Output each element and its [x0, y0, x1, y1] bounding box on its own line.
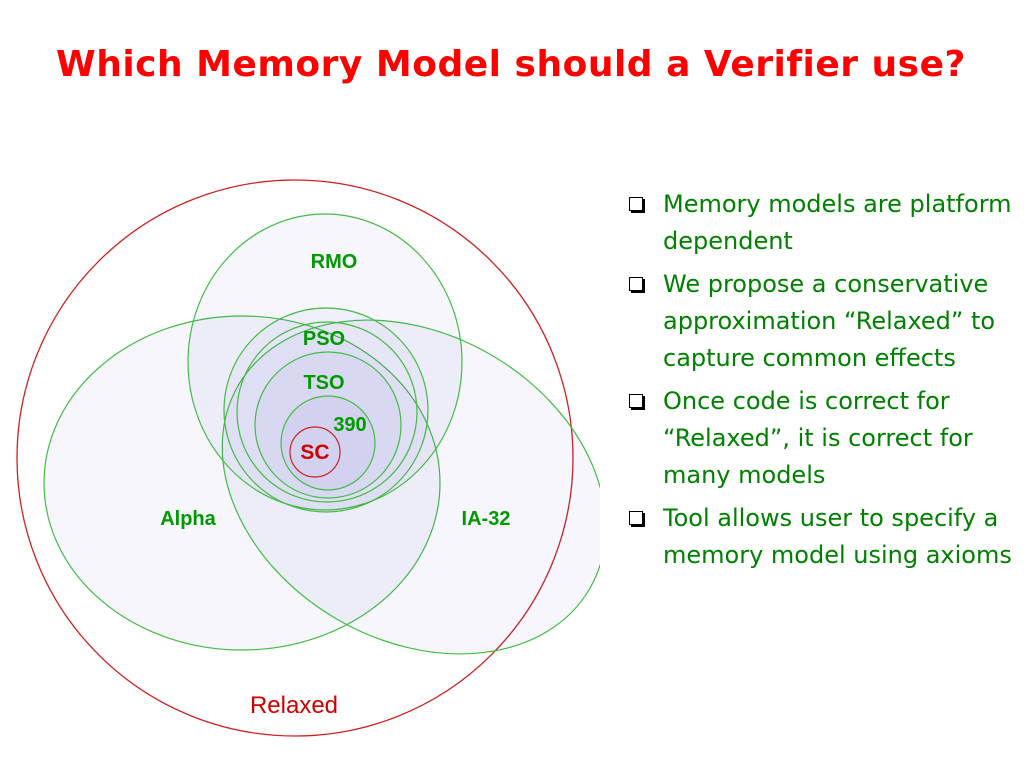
slide-title: Which Memory Model should a Verifier use…: [56, 44, 966, 85]
memory-model-venn-diagram: RMO PSO TSO 390 SC Alpha IA-32 Relaxed: [16, 179, 600, 737]
checkbox-bullet-icon: [629, 277, 643, 291]
bullet-text: Once code is correct for “Relaxed”, it i…: [663, 387, 973, 489]
bullet-list: Memory models are platform dependent We …: [626, 186, 1018, 580]
label-alpha: Alpha: [160, 508, 216, 530]
ia32-set: [221, 319, 600, 655]
checkbox-bullet-icon: [629, 197, 643, 211]
label-390: 390: [333, 414, 366, 436]
bullet-item: We propose a conservative approximation …: [626, 266, 1018, 377]
relaxed-set: [16, 179, 574, 737]
checkbox-bullet-icon: [629, 511, 643, 525]
label-ia32: IA-32: [462, 508, 511, 530]
checkbox-bullet-icon: [629, 394, 643, 408]
s390-set: [280, 395, 376, 491]
bullet-text: We propose a conservative approximation …: [663, 270, 996, 372]
rmo-set: [187, 213, 463, 511]
pso-set: [223, 307, 429, 513]
label-relaxed: Relaxed: [250, 692, 338, 719]
label-tso: TSO: [303, 372, 344, 394]
label-rmo: RMO: [311, 251, 358, 273]
bullet-item: Memory models are platform dependent: [626, 186, 1018, 260]
alpha-set: [43, 315, 441, 651]
bullet-text: Tool allows user to specify a memory mod…: [663, 504, 1012, 569]
bullet-item: Tool allows user to specify a memory mod…: [626, 500, 1018, 574]
label-pso: PSO: [303, 328, 345, 350]
sc-set: [289, 426, 341, 478]
pso-set-inner-ring: [236, 321, 418, 503]
label-sc: SC: [300, 441, 329, 464]
bullet-item: Once code is correct for “Relaxed”, it i…: [626, 383, 1018, 494]
bullet-text: Memory models are platform dependent: [663, 190, 1012, 255]
